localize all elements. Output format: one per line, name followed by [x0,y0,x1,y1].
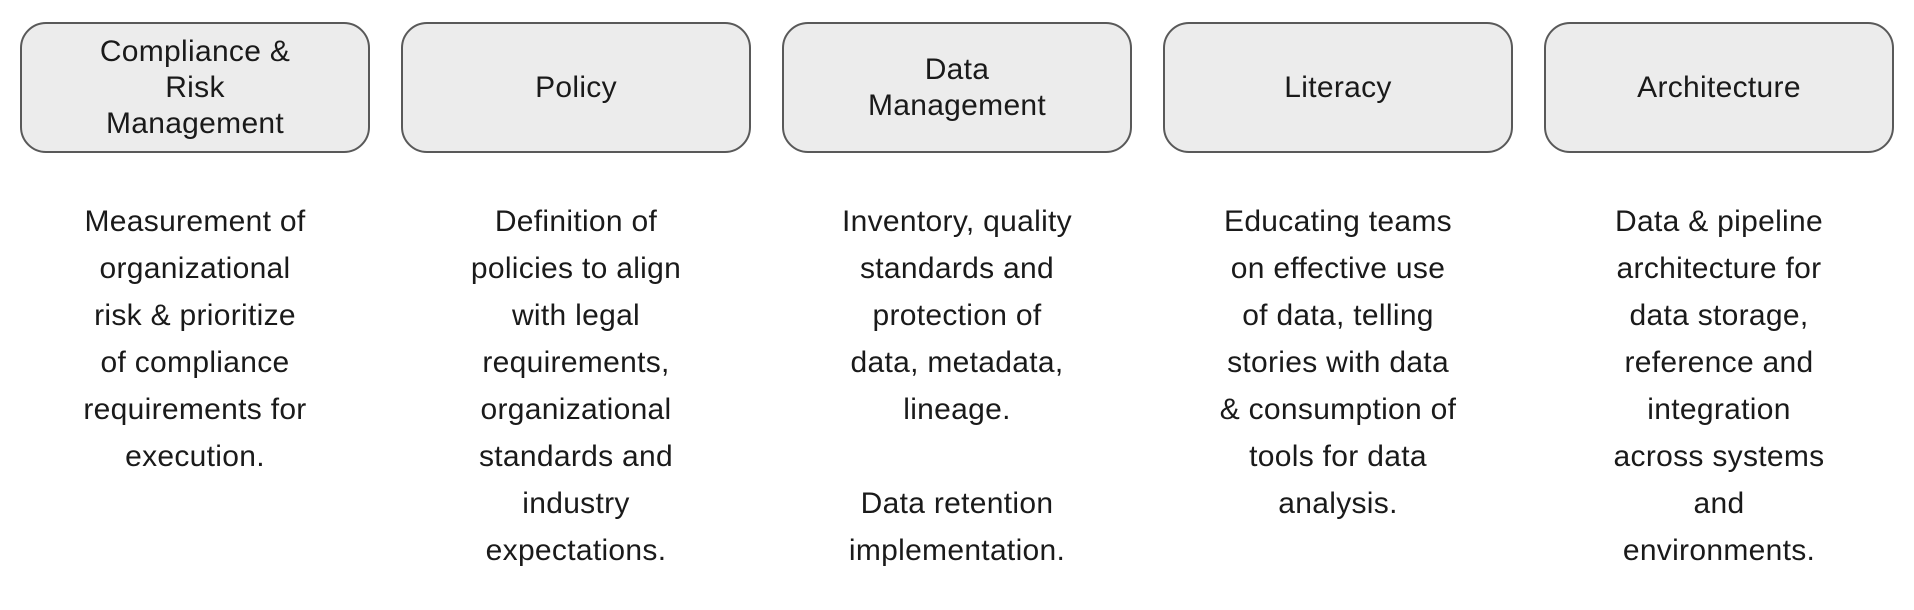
pillar-column-policy: Policy Definition of policies to align w… [401,22,751,610]
pillar-box-architecture: Architecture [1544,22,1894,153]
pillar-title: Policy [535,70,617,104]
pillar-column-compliance-risk-management: Compliance & Risk Management Measurement… [20,22,370,610]
pillar-box-policy: Policy [401,22,751,153]
pillar-box-literacy: Literacy [1163,22,1513,153]
pillar-title: Architecture [1637,70,1801,104]
pillar-box-compliance-risk-management: Compliance & Risk Management [20,22,370,153]
pillar-description: Educating teams on effective use of data… [1219,205,1457,520]
pillar-description: Definition of policies to align with leg… [470,205,682,567]
pillar-column-data-management: Data Management Inventory, quality stand… [782,22,1132,610]
pillar-column-architecture: Architecture Data & pipeline architectur… [1544,22,1894,610]
pillar-description: Inventory, quality standards and protect… [842,205,1072,567]
pillar-title: Literacy [1284,70,1392,104]
pillar-box-data-management: Data Management [782,22,1132,153]
pillar-title: Data Management [867,52,1047,122]
pillar-description: Measurement of organizational risk & pri… [83,205,307,473]
pillar-title: Compliance & Risk Management [99,34,291,140]
pillar-column-literacy: Literacy Educating teams on effective us… [1163,22,1513,610]
pillar-description: Data & pipeline architecture for data st… [1613,205,1825,567]
